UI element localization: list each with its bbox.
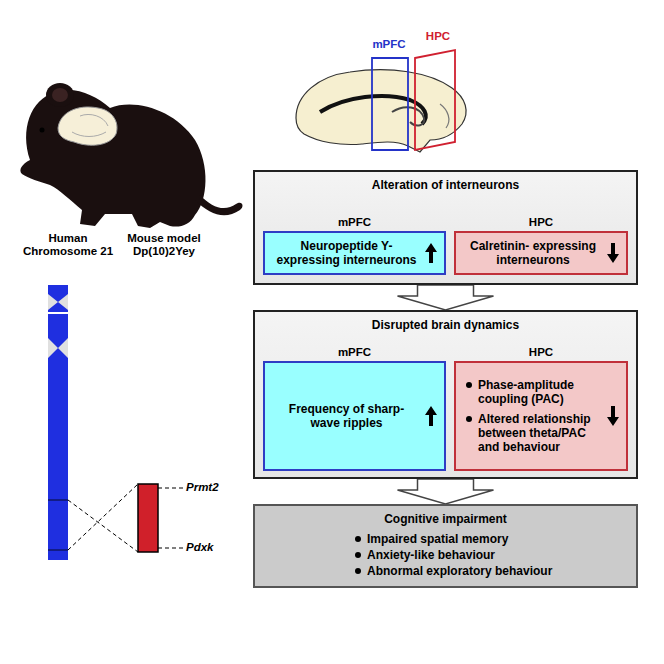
text-label: Human Chromosome 21 [18, 232, 118, 258]
finding-text: Frequency of sharp-wave ripples [275, 402, 418, 430]
bullet-list: Impaired spatial memoryAnxiety-like beha… [355, 532, 636, 578]
box-title: Alteration of interneurons [255, 178, 636, 192]
bullet-dot [355, 552, 361, 558]
flow-arrow [398, 285, 494, 310]
bullet-dot [466, 416, 472, 422]
finding-box: Calretinin- expressing interneurons [454, 231, 628, 275]
summary-box: Cognitive impairmentImpaired spatial mem… [253, 504, 638, 588]
bullet-dot [466, 382, 472, 388]
text-label: Prmt2 [186, 481, 236, 494]
trend-arrow [606, 242, 620, 264]
finding-box: Phase-amplitude coupling (PAC) Altered re… [454, 361, 628, 471]
region-box: mPFC Neuropeptide Y- expressing interneur… [263, 216, 446, 275]
chromosome-drawing [48, 285, 184, 560]
trend-arrow [424, 242, 438, 264]
box-title: Cognitive impairment [255, 512, 636, 526]
finding-text: Calretinin- expressing interneurons [466, 239, 600, 267]
region-box: mPFC Frequency of sharp-wave ripples [263, 346, 446, 471]
bullet-row: Abnormal exploratory behaviour [355, 564, 636, 578]
region-box: HPC Calretinin- expressing interneurons [454, 216, 628, 275]
finding-text: Neuropeptide Y- expressing interneurons [275, 239, 418, 267]
region-label: mPFC [263, 346, 446, 358]
text-label: Pdxk [186, 541, 236, 554]
region-box: HPC Phase-amplitude coupling (PAC) Altered… [454, 346, 628, 471]
bullet-text: Phase-amplitude coupling (PAC) [478, 378, 600, 406]
bullet-dot [355, 568, 361, 574]
bullet-row: Anxiety-like behaviour [355, 548, 636, 562]
text-label: mPFC [366, 38, 412, 51]
mouse-illustration [20, 83, 242, 228]
text-label: Mouse model Dp(10)2Yey [112, 232, 216, 258]
bullet-row: Impaired spatial memory [355, 532, 636, 546]
group-box: Disrupted brain dynamics mPFC Frequency of… [253, 310, 638, 479]
brain-illustration [296, 50, 466, 152]
region-label: mPFC [263, 216, 446, 228]
finding-box: Frequency of sharp-wave ripples [263, 361, 446, 471]
flow-arrow [398, 479, 494, 504]
region-label: HPC [454, 216, 628, 228]
trend-arrow [424, 405, 438, 427]
bullet-text: Impaired spatial memory [367, 532, 508, 546]
bullet-text: Anxiety-like behaviour [367, 548, 495, 562]
box-title: Disrupted brain dynamics [255, 318, 636, 332]
text-label: HPC [416, 30, 460, 43]
trend-arrow [606, 405, 620, 427]
bullet-text: Abnormal exploratory behaviour [367, 564, 552, 578]
region-label: HPC [454, 346, 628, 358]
group-box: Alteration of interneurons mPFC Neuropepti… [253, 170, 638, 285]
bullet-text: Altered relationship between theta/PAC a… [478, 412, 600, 454]
finding-box: Neuropeptide Y- expressing interneurons [263, 231, 446, 275]
bullet-row: Altered relationship between theta/PAC a… [466, 412, 600, 454]
bullet-row: Phase-amplitude coupling (PAC) [466, 378, 600, 406]
bullet-dot [355, 536, 361, 542]
